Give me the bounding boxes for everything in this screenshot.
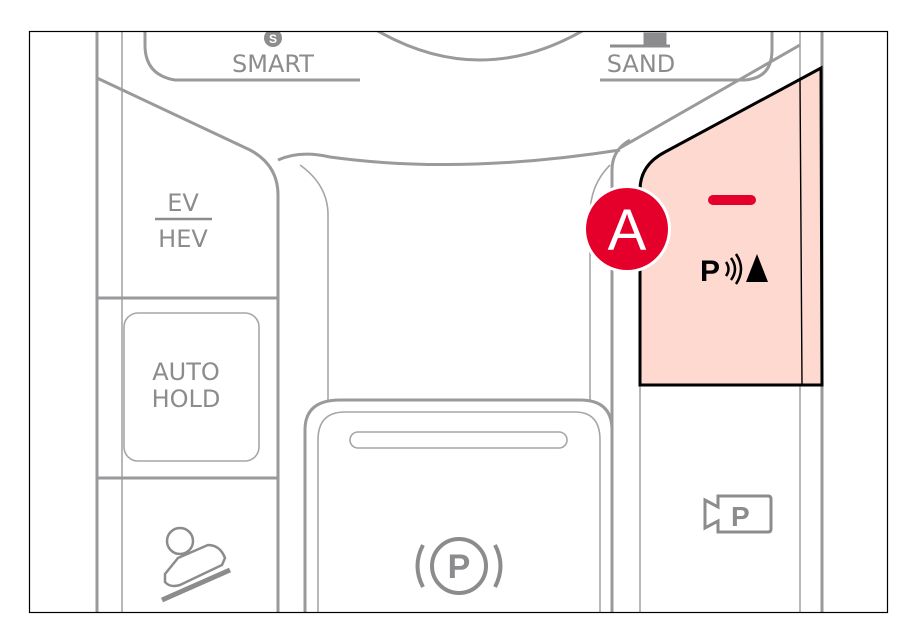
auto-label: AUTO xyxy=(152,358,220,386)
svg-text:P: P xyxy=(731,501,750,532)
svg-text:A: A xyxy=(608,198,647,263)
sand-label: SAND xyxy=(607,50,676,78)
parking-sensor-icon: P xyxy=(700,253,768,288)
parking-brake-housing xyxy=(303,398,614,612)
indicator-light xyxy=(708,195,756,205)
camera-icon: P xyxy=(703,494,773,534)
smart-label: SMART xyxy=(232,50,314,78)
ev-label: EV xyxy=(167,189,199,217)
callout-a: A xyxy=(583,185,671,273)
hill-descent-icon xyxy=(160,526,232,603)
smart-badge: S xyxy=(269,32,277,46)
parking-brake-icon: P xyxy=(415,537,503,595)
frame-border xyxy=(28,30,889,614)
indicator-slot xyxy=(349,431,568,449)
drive-mode-panel xyxy=(143,32,774,82)
svg-text:P: P xyxy=(448,548,471,586)
auto-hold-button[interactable] xyxy=(123,312,260,462)
left-button-column xyxy=(96,76,280,612)
hold-label: HOLD xyxy=(152,385,221,413)
hev-label: HEV xyxy=(158,225,208,253)
sand-icon xyxy=(610,32,670,48)
svg-text:P: P xyxy=(700,255,720,288)
